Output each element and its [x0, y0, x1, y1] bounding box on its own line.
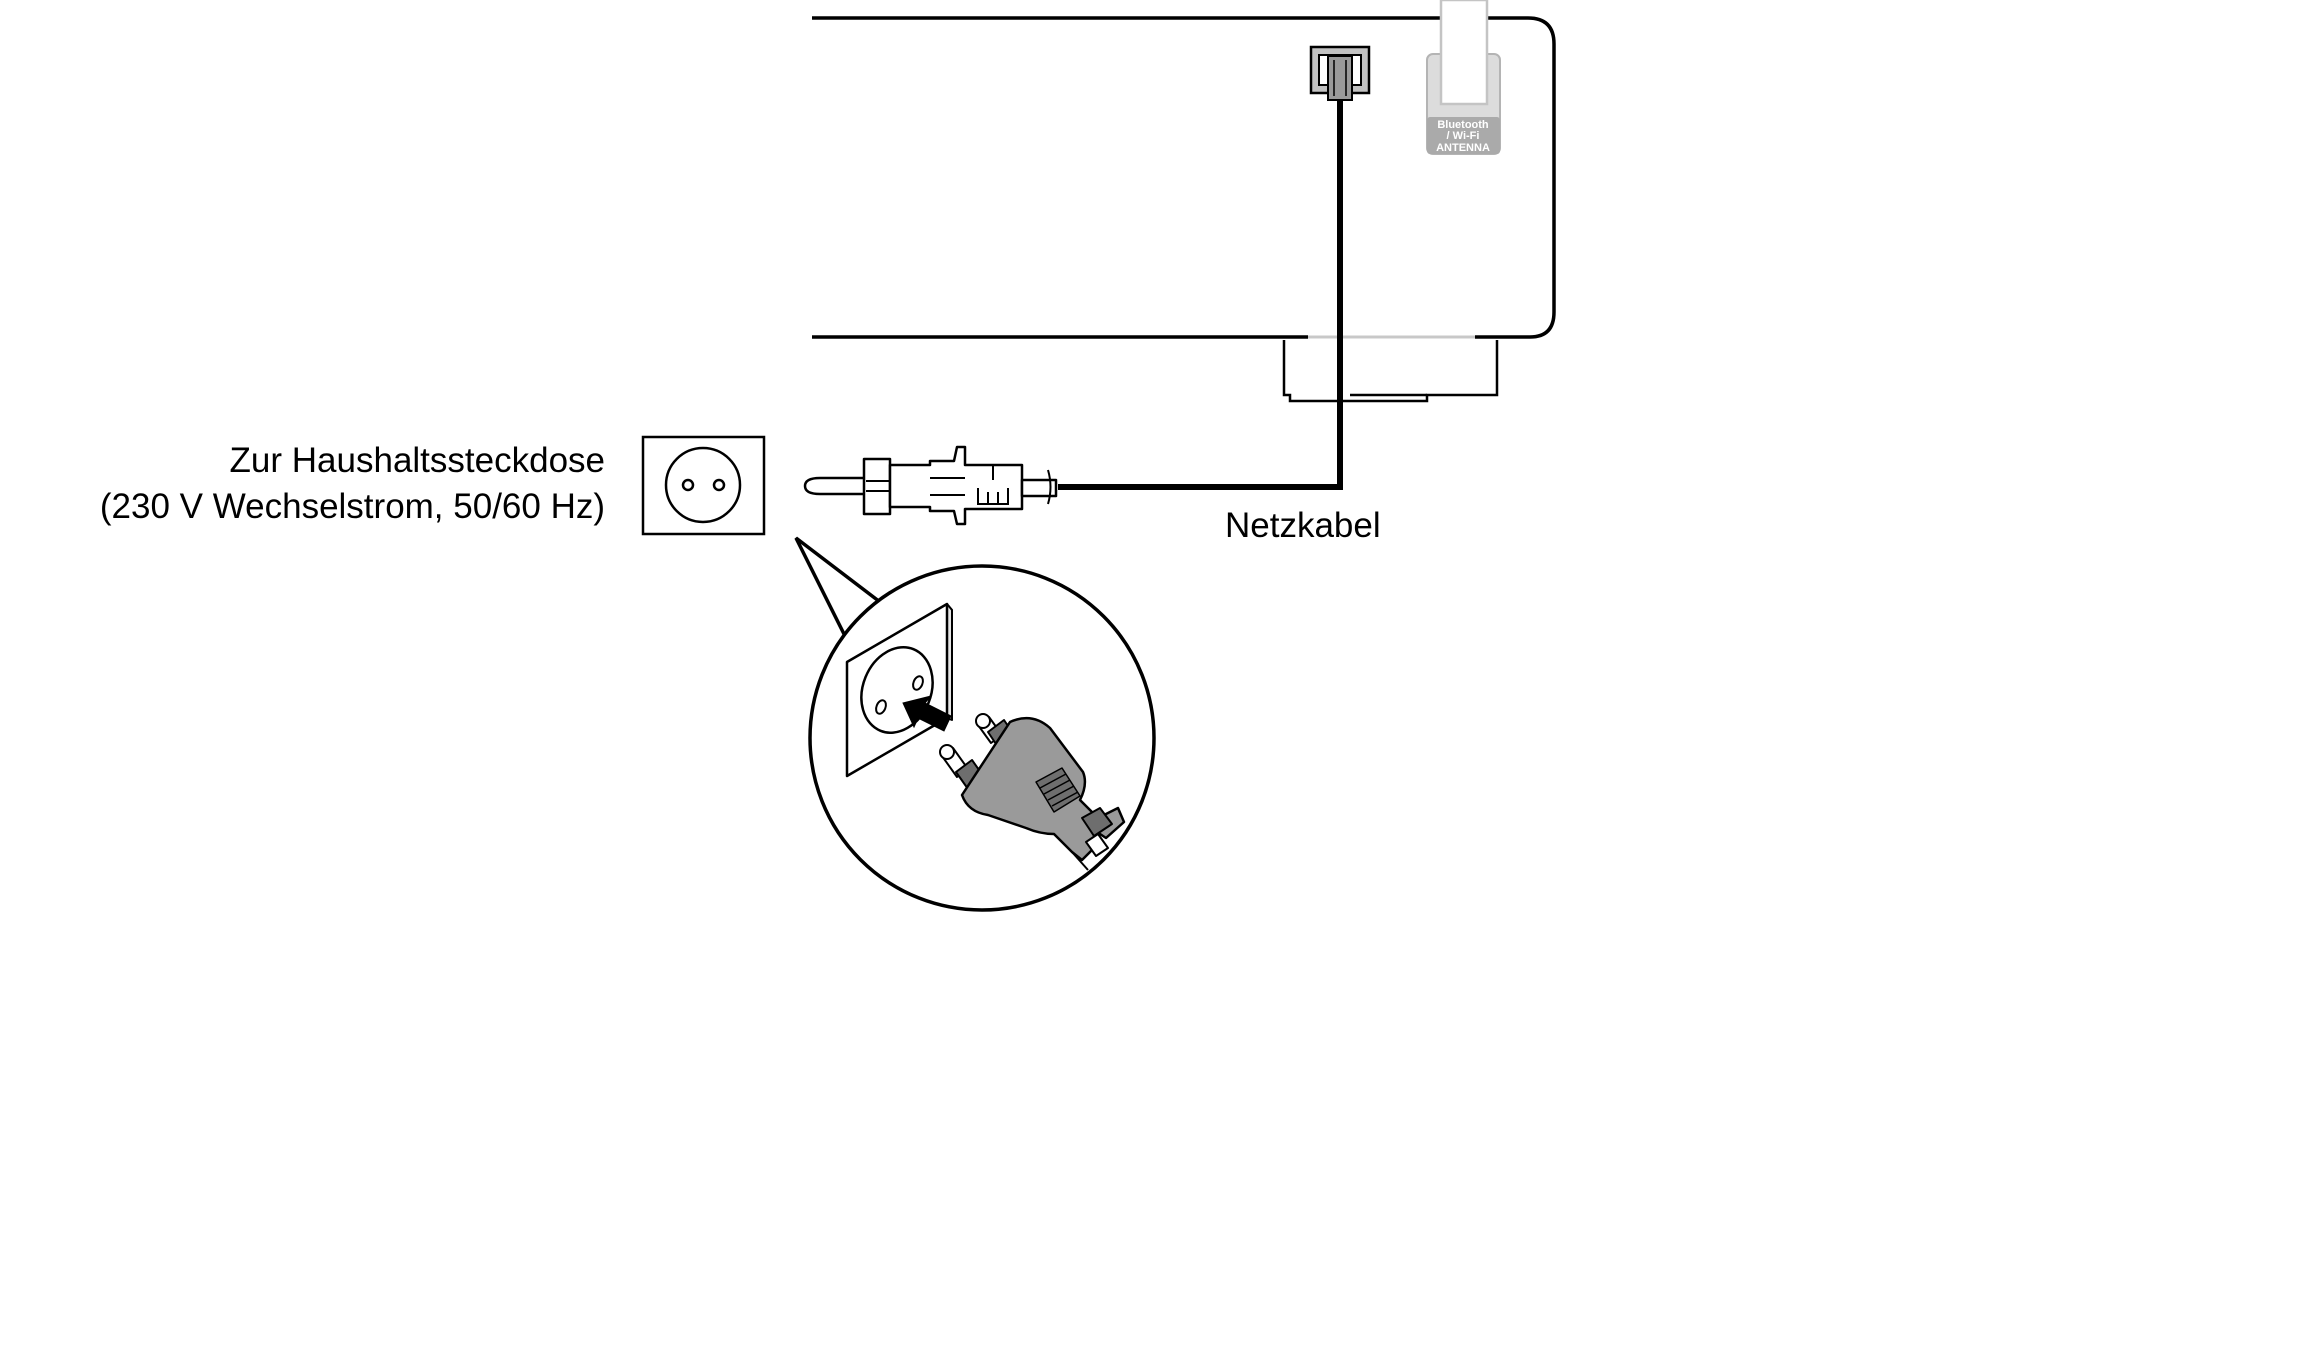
- wall-outlet-perspective: [845, 602, 953, 778]
- plug-side-details: [866, 466, 1052, 505]
- power-plug-side: [803, 445, 1058, 526]
- magnified-callout: [794, 536, 1156, 912]
- power-cable: [1058, 100, 1343, 490]
- connection-diagram: Bluetooth / Wi-Fi ANTENNA Zur Haushaltss…: [100, 0, 1556, 912]
- cable-label: Netzkabel: [1225, 506, 1381, 545]
- wall-outlet-icon: [641, 435, 766, 536]
- device-foot: [1282, 340, 1499, 403]
- antenna-label-line3: ANTENNA: [1436, 142, 1490, 154]
- outlet-label-line2: (230 V Wechselstrom, 50/60 Hz): [100, 487, 605, 526]
- insert-arrow-icon: [902, 695, 952, 732]
- antenna-label-line2: / Wi-Fi: [1447, 130, 1480, 142]
- antenna-icon: [1426, 0, 1501, 155]
- antenna-label-line1: Bluetooth: [1437, 119, 1489, 131]
- power-inlet-socket: [1309, 45, 1371, 101]
- power-plug-perspective: [939, 713, 1126, 871]
- outlet-label-line1: Zur Haushaltssteckdose: [230, 441, 605, 480]
- callout-pointer: [794, 536, 882, 643]
- device-rear-panel: [812, 0, 1556, 339]
- plug-grip-ridges: [1035, 767, 1081, 813]
